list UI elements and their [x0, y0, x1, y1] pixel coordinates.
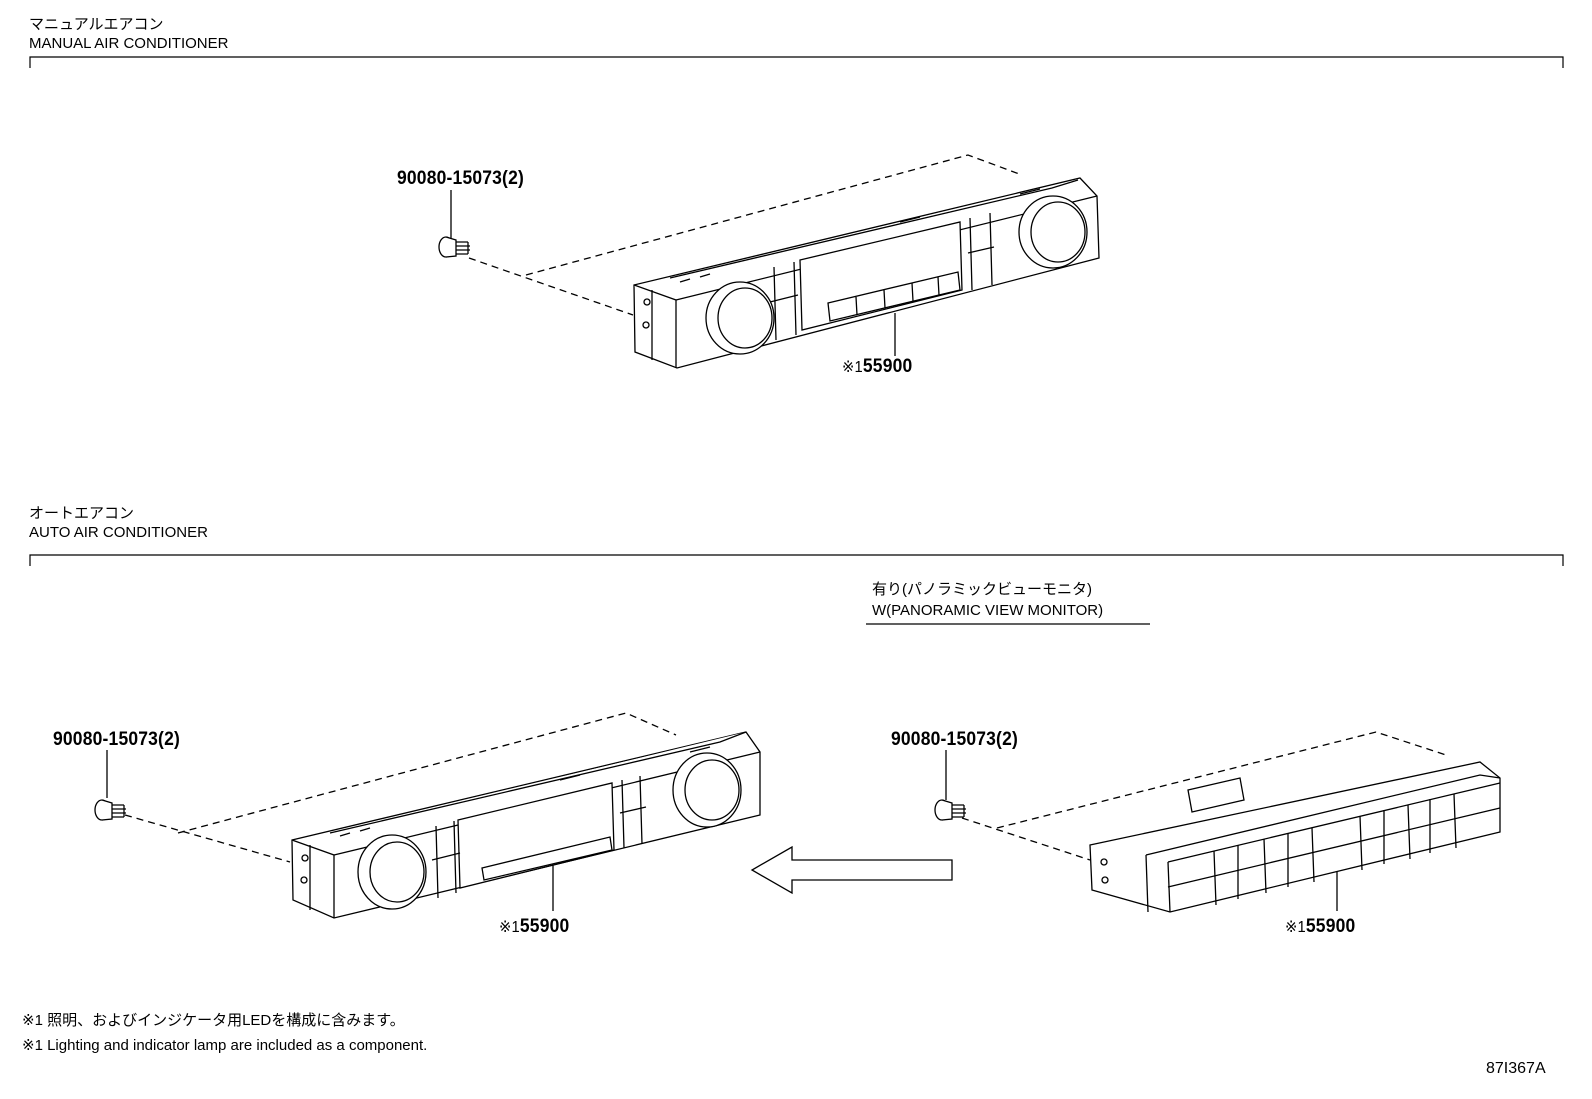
section-bracket-auto — [29, 554, 1564, 566]
section-title-jp-manual: マニュアルエアコン — [29, 16, 164, 33]
auto-panel — [291, 731, 761, 919]
manual-ac-assembly — [438, 154, 1100, 369]
section-title-jp-auto: オートエアコン — [29, 505, 135, 522]
screw-part-number-manual: 90080-15073(2) — [397, 168, 524, 189]
screw-part-number-panoramic: 90080-15073(2) — [891, 729, 1018, 750]
screw-panoramic — [934, 799, 966, 821]
unit-mark: ※1 — [842, 359, 863, 376]
unit-number: 55900 — [862, 356, 913, 377]
screw-manual — [438, 236, 470, 258]
section-title-en-manual: MANUAL AIR CONDITIONER — [29, 35, 229, 52]
panoramic-ac-assembly — [934, 731, 1501, 913]
screw-auto — [94, 799, 126, 821]
figure-code: 87I367A — [1486, 1060, 1546, 1077]
unit-mark: ※1 — [1285, 919, 1306, 936]
variant-label-en: W(PANORAMIC VIEW MONITOR) — [872, 602, 1104, 619]
unit-part-number-manual: ※155900 — [842, 356, 912, 378]
manual-panel — [633, 177, 1100, 369]
unit-mark: ※1 — [499, 919, 520, 936]
variant-label-jp: 有り(パノラミックビューモニタ) — [872, 581, 1092, 598]
direction-arrow — [750, 845, 953, 895]
panoramic-panel — [1089, 761, 1501, 913]
section-title-en-auto: AUTO AIR CONDITIONER — [29, 524, 208, 541]
screw-part-number-auto: 90080-15073(2) — [53, 729, 180, 750]
unit-part-number-panoramic: ※155900 — [1285, 916, 1355, 938]
unit-part-number-auto: ※155900 — [499, 916, 569, 938]
section-bracket-manual — [29, 56, 1564, 68]
auto-ac-assembly — [94, 712, 953, 919]
unit-number: 55900 — [519, 916, 570, 937]
footnote-jp: ※1 照明、およびインジケータ用LEDを構成に含みます。 — [22, 1012, 405, 1029]
unit-number: 55900 — [1305, 916, 1356, 937]
footnote-en: ※1 Lighting and indicator lamp are inclu… — [22, 1037, 428, 1054]
